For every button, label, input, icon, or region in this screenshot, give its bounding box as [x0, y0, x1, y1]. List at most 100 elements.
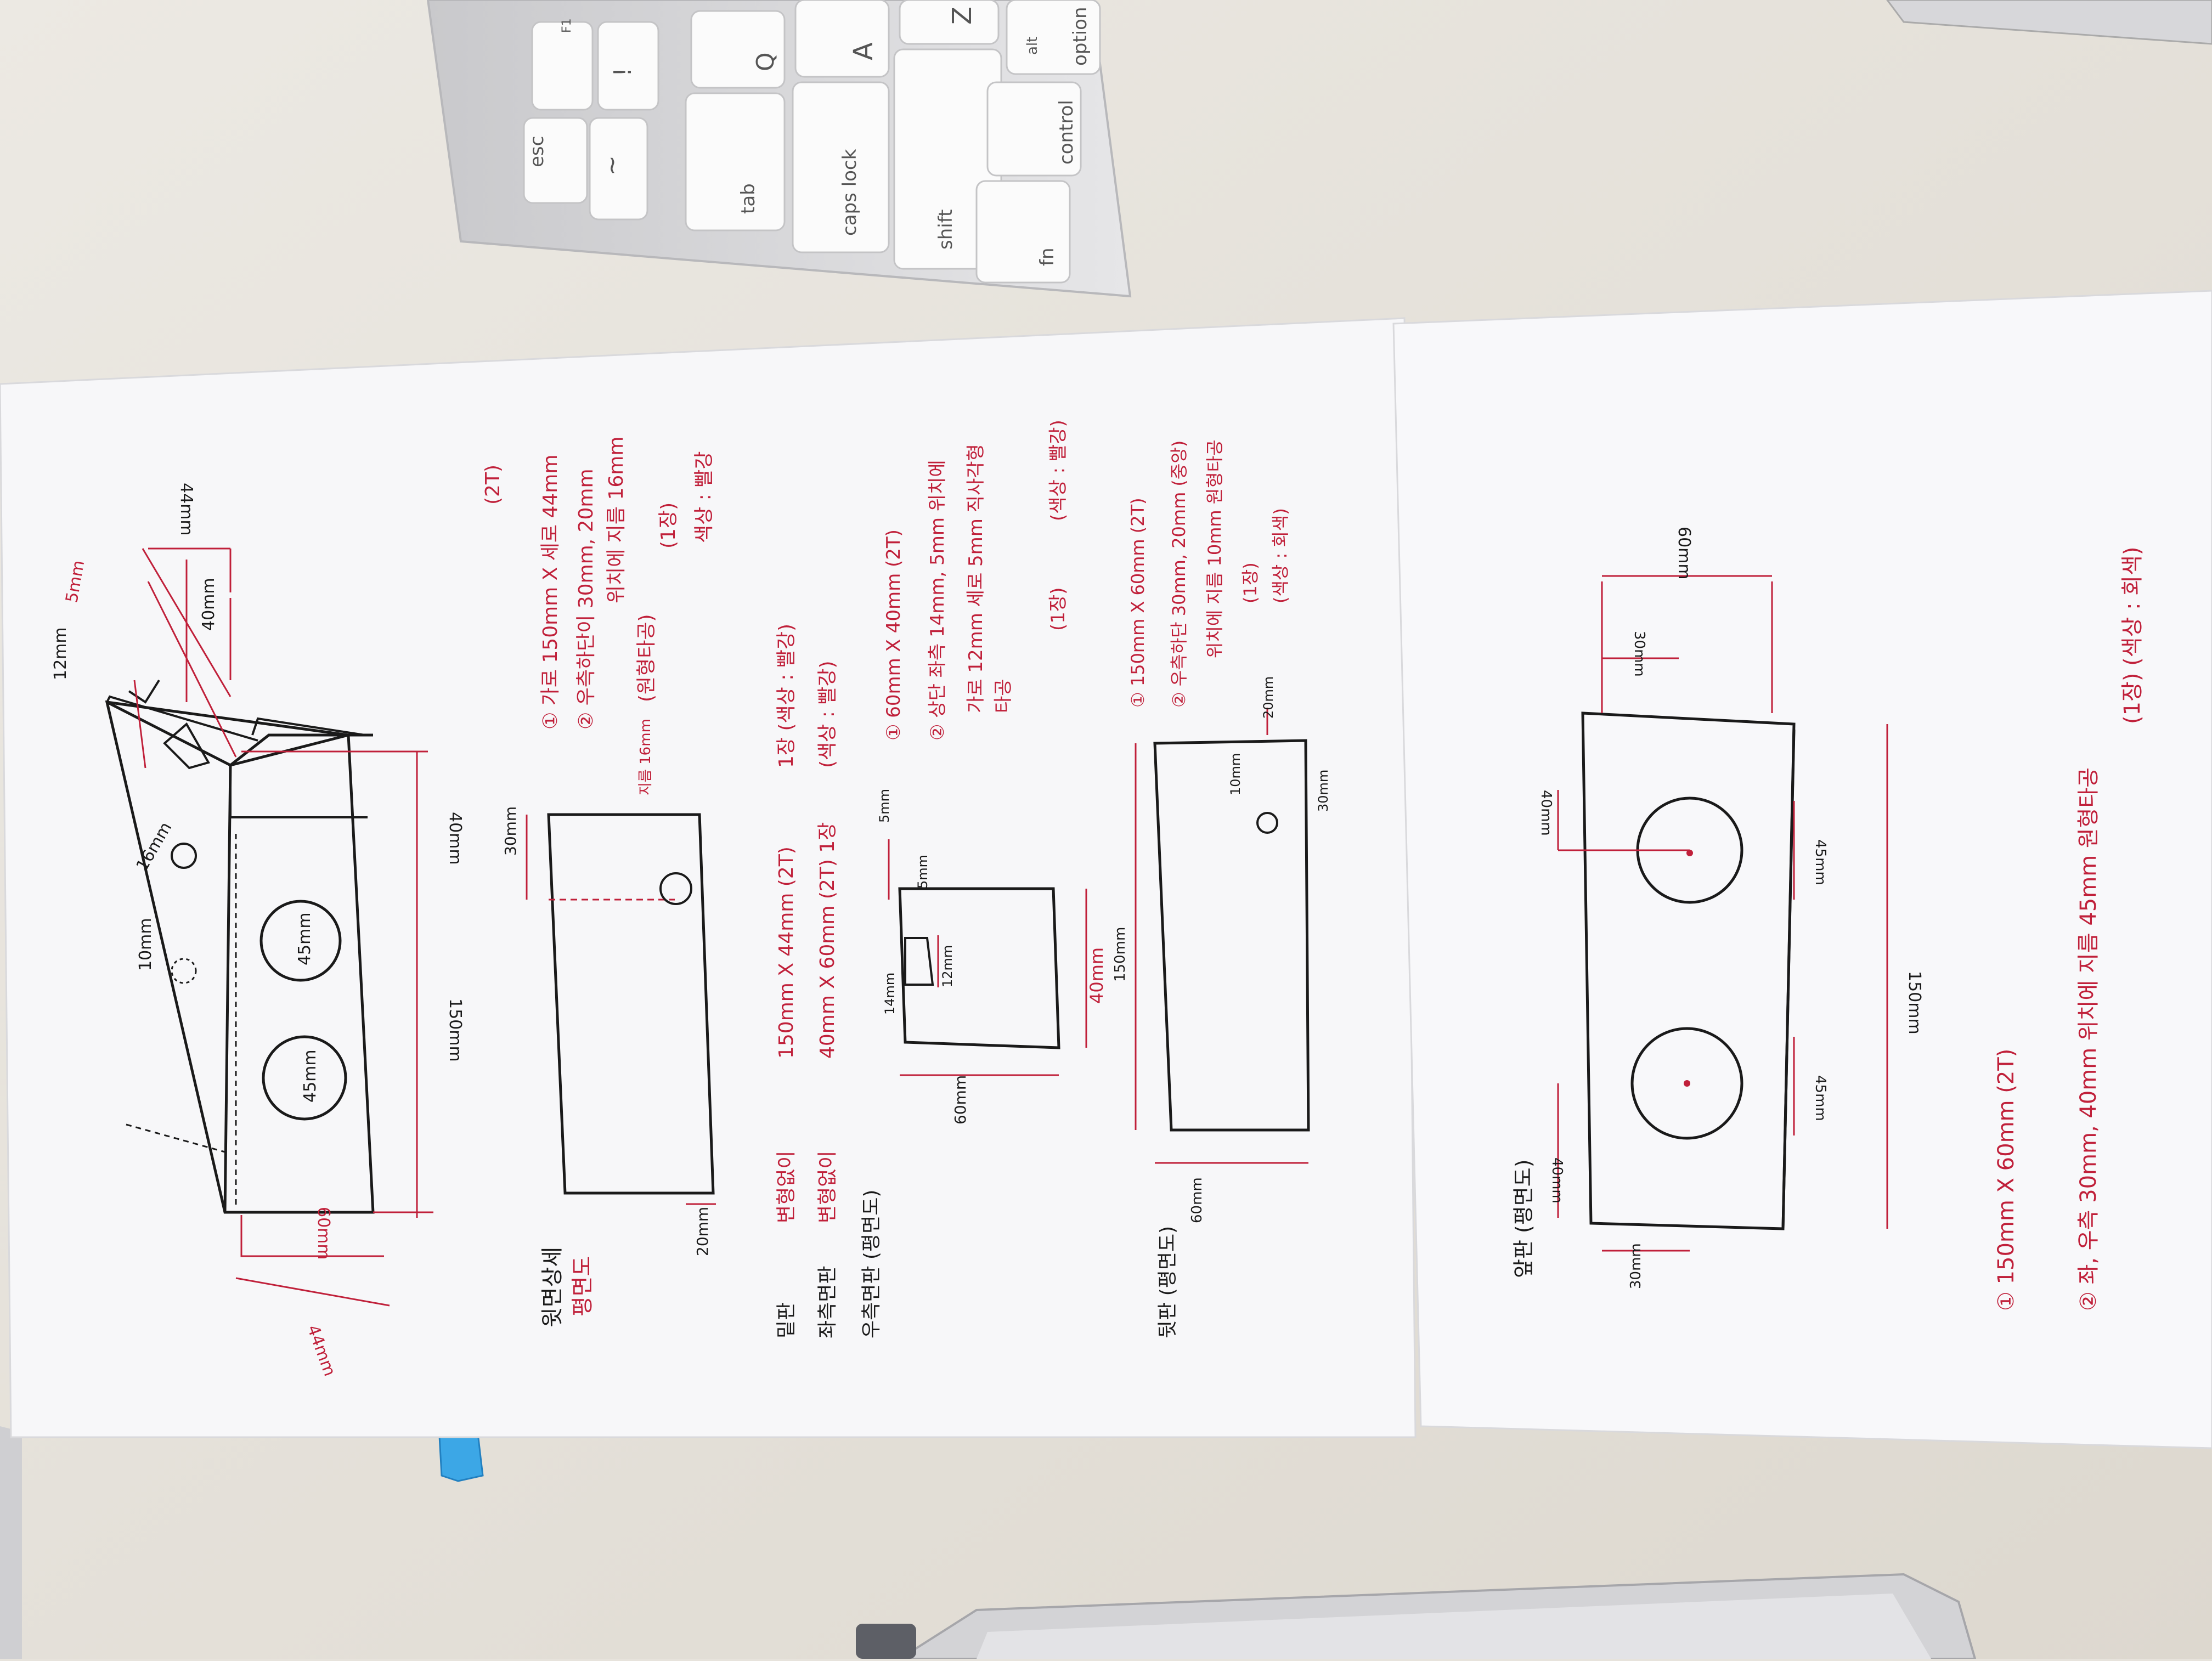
key-f1-label: F1	[560, 18, 574, 33]
top-panel-drawing: 30mm 20mm 지름 16mm	[501, 719, 716, 1256]
top-spec-size: ① 가로 150mm X 세로 44mm	[539, 455, 562, 730]
key-tab	[685, 92, 786, 231]
laptop	[856, 1573, 1977, 1660]
top-dim-hole: 지름 16mm	[637, 719, 654, 795]
key-tilde-label: ~	[598, 155, 626, 176]
key-z-label: Z	[947, 7, 978, 25]
top-spec-pos: ② 우측하단이 30mm, 20mm	[575, 468, 597, 730]
top-spec-qty: (1장)	[657, 502, 680, 549]
right-dim-40mm: 40mm	[1086, 947, 1107, 1004]
right-spec-size: ① 60mm X 40mm (2T)	[883, 529, 905, 741]
dim-40mm: 40mm	[199, 578, 218, 631]
key-esc	[523, 117, 588, 204]
front-dim-40mm-b: 40mm	[1549, 1157, 1565, 1204]
front-dim-60mm: 60mm	[1674, 527, 1694, 580]
key-alt-label: alt	[1024, 37, 1041, 55]
back-dim-20mm: 20mm	[1261, 676, 1276, 719]
left-color: (색상 : 빨강)	[816, 660, 839, 768]
dim-44mm: 44mm	[177, 483, 196, 536]
isometric-drawing	[105, 679, 375, 1214]
parts-list: 밑판 변형없이 150mm X 44mm (2T) 1장 (색상 : 빨강) 좌…	[775, 624, 839, 1338]
back-dim-10mm: 10mm	[1228, 753, 1243, 795]
key-one-label: !	[609, 67, 637, 77]
key-esc-label: esc	[526, 136, 548, 167]
top-panel-spec: ① 가로 150mm X 세로 44mm (2T) ② 우측하단이 30mm, …	[482, 437, 715, 730]
top-dim-20mm: 20mm	[693, 1207, 712, 1256]
back-spec-hole: 위치에 지름 10mm 원형타공	[1204, 439, 1225, 658]
bottom-sub: 변형없이	[775, 1151, 798, 1223]
key-caps	[792, 81, 890, 253]
front-dim-150mm: 150mm	[1905, 971, 1924, 1035]
key-fn	[975, 180, 1071, 284]
key-control	[986, 81, 1082, 177]
right-spec-qty: (1장)	[1047, 587, 1069, 631]
dim-12mm: 12mm	[51, 627, 70, 680]
top-spec-t: (2T)	[482, 465, 504, 505]
back-panel-drawing: 뒷판 (평면도) 150mm 60mm 20mm 30mm 10mm	[1112, 676, 1331, 1338]
sheet-1: 12mm 5mm 40mm 44mm 16mm 10mm 45mm 45mm 4…	[0, 317, 1417, 1438]
isometric-title-text: 윗면상세	[540, 1247, 565, 1327]
front-spec-holes: ② 좌, 우측 30mm, 40mm 위치에 지름 45mm 원형타공	[2076, 767, 2101, 1311]
back-panel-title: 뒷판 (평면도)	[1156, 1226, 1179, 1338]
front-spec-qty: (1장) (색상 : 회색)	[2120, 547, 2145, 725]
isometric-subtitle-text: 평면도	[570, 1256, 595, 1317]
dim-40mm-b: 40mm	[445, 812, 465, 865]
front-dim-30mm: 30mm	[1631, 631, 1647, 677]
dim-150mm: 150mm	[445, 998, 465, 1062]
isometric-dimensions	[133, 547, 433, 1307]
left-label: 좌측면판	[816, 1266, 839, 1338]
key-option	[1006, 0, 1101, 75]
right-dim-5mm-b: 5mm	[915, 855, 930, 889]
back-spec-pos: ② 우측하단 30mm, 20mm (중앙)	[1169, 440, 1189, 708]
top-dim-30mm: 30mm	[501, 806, 520, 856]
right-panel-drawing: 우측면판 (평면도) 5mm 5mm 14mm 12mm 60mm 40mm	[860, 789, 1107, 1338]
right-spec-pos: ② 상단 좌측 14mm, 5mm 위치에	[927, 460, 949, 741]
key-fn-label: fn	[1036, 247, 1058, 266]
right-dim-60mm: 60mm	[951, 1075, 969, 1125]
dim-45mm-b: 45mm	[301, 1049, 320, 1103]
front-panel-drawing: 앞판 (평면도) 60mm 30mm 40mm	[1511, 527, 1924, 1289]
left-sub: 변형없이	[816, 1151, 839, 1223]
key-caps-label: caps lock	[839, 149, 861, 236]
right-dim-5mm: 5mm	[877, 789, 892, 823]
top-spec-dia: 위치에 지름 16mm	[605, 437, 628, 603]
bottom-spec: 150mm X 44mm (2T)	[775, 846, 798, 1059]
right-spec-rect: 가로 12mm 세로 5mm 직사각형	[965, 444, 987, 713]
laptop-hinge-icon	[856, 1624, 916, 1659]
key-option-label: option	[1069, 7, 1091, 66]
bottom-label: 밑판	[775, 1302, 798, 1338]
key-q-label: Q	[752, 52, 780, 71]
front-spec-size: ① 150mm X 60mm (2T)	[1994, 1049, 2019, 1311]
right-panel-spec: ① 60mm X 40mm (2T) ② 상단 좌측 14mm, 5mm 위치에…	[883, 420, 1069, 741]
key-tilde	[589, 117, 648, 221]
dim-60mm: 60mm	[314, 1207, 333, 1260]
back-spec-size: ① 150mm X 60mm (2T)	[1127, 498, 1148, 708]
front-panel-title: 앞판 (평면도)	[1511, 1159, 1536, 1278]
key-tab-label: tab	[737, 183, 759, 214]
left-spec: 40mm X 60mm (2T) 1장	[816, 822, 839, 1059]
right-panel-title: 우측면판 (평면도)	[860, 1190, 883, 1338]
right-dim-12mm: 12mm	[940, 945, 955, 987]
key-shift-label: shift	[935, 210, 957, 250]
back-spec-qty: (1장)	[1240, 562, 1261, 603]
right-spec-color: (색상 : 빨강)	[1047, 420, 1069, 521]
sheet-2: 앞판 (평면도) 60mm 30mm 40mm	[1392, 290, 2212, 1449]
back-dim-30mm: 30mm	[1316, 770, 1331, 812]
isometric-title: 윗면상세 평면도	[540, 1247, 595, 1327]
front-dim-45mm-a: 45mm	[1812, 839, 1829, 885]
bottom-qty: 1장 (색상 : 빨강)	[775, 624, 798, 768]
front-panel-spec: ① 150mm X 60mm (2T) ② 좌, 우측 30mm, 40mm 위…	[1994, 547, 2145, 1312]
key-a-label: A	[848, 42, 879, 60]
back-panel-spec: ① 150mm X 60mm (2T) ② 우측하단 30mm, 20mm (중…	[1127, 439, 1291, 708]
dim-10mm: 10mm	[136, 918, 155, 971]
back-spec-color: (색상 : 회색)	[1270, 508, 1291, 603]
key-control-label: control	[1056, 100, 1077, 165]
front-dim-30mm-b: 30mm	[1628, 1243, 1644, 1289]
front-dim-40mm: 40mm	[1538, 790, 1554, 836]
right-spec-shape: 타공	[992, 679, 1014, 713]
dim-45mm-a: 45mm	[295, 912, 314, 965]
monitor-edge	[0, 1426, 22, 1659]
top-spec-shape: (원형타공)	[635, 614, 658, 702]
